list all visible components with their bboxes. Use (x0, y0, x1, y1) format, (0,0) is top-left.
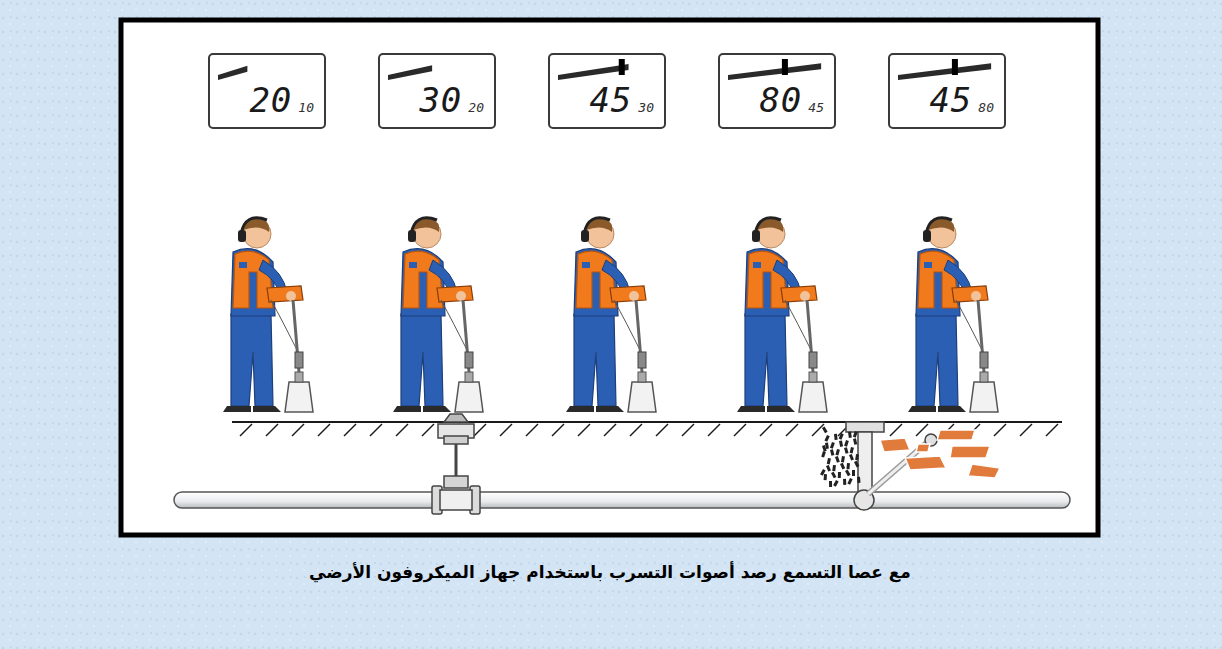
level-bar (890, 55, 1008, 85)
level-bar (720, 55, 838, 85)
current-reading: 20 (249, 83, 292, 117)
previous-reading: 80 (978, 101, 994, 114)
level-bar (550, 55, 668, 85)
previous-reading: 10 (298, 101, 314, 114)
detector-display: 30 20 (378, 53, 496, 129)
current-reading: 80 (759, 83, 802, 117)
detector-display: 45 80 (888, 53, 1006, 129)
current-reading: 45 (929, 83, 972, 117)
level-bar (380, 55, 498, 85)
level-bar (210, 55, 328, 85)
current-reading: 30 (419, 83, 462, 117)
previous-reading: 20 (468, 101, 484, 114)
previous-reading: 45 (808, 101, 824, 114)
detector-display: 45 30 (548, 53, 666, 129)
figure-caption: مع عصا التسمع رصد أصوات التسرب باستخدام … (130, 562, 1090, 582)
current-reading: 45 (589, 83, 632, 117)
detector-display: 2010 (208, 53, 326, 129)
previous-reading: 30 (638, 101, 654, 114)
detector-display: 80 45 (718, 53, 836, 129)
